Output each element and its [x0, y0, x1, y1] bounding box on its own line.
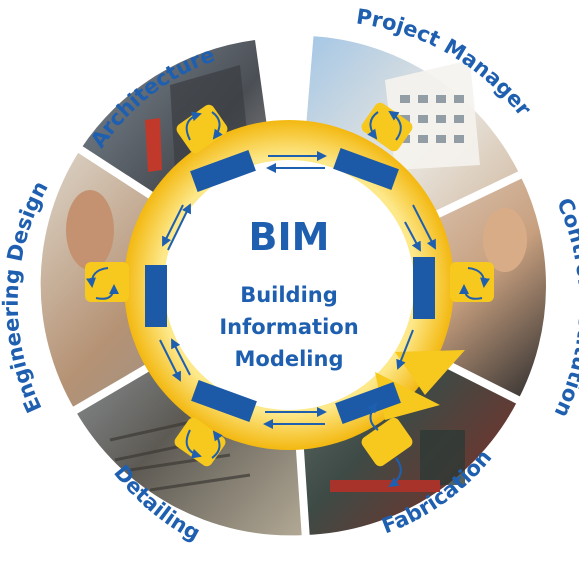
fabrication-machine — [420, 430, 465, 485]
exchange-arrows — [86, 110, 490, 488]
control-hand-shape — [483, 208, 527, 272]
center-subtitle-line-2: Information — [219, 315, 358, 339]
block-control — [413, 257, 435, 319]
center-subtitle-line-3: Modeling — [235, 347, 344, 371]
ring-arrows — [159, 151, 436, 429]
block-engineering — [145, 265, 167, 327]
inner-disc — [164, 160, 414, 410]
center-subtitle-line-1: Building — [240, 283, 338, 307]
cycle-arrowhead-right — [395, 350, 465, 395]
block-project-manager — [333, 148, 399, 190]
fabrication-red-beam — [330, 480, 440, 492]
block-architecture — [190, 150, 256, 192]
label-control-institution-text: Control Institution — [550, 194, 579, 421]
label-control-institution: Control Institution — [550, 194, 579, 421]
architecture-photo-accent — [145, 118, 162, 172]
block-detailing — [191, 380, 257, 422]
engineering-hand-shape — [66, 190, 114, 270]
center-title: BIM — [249, 215, 330, 259]
